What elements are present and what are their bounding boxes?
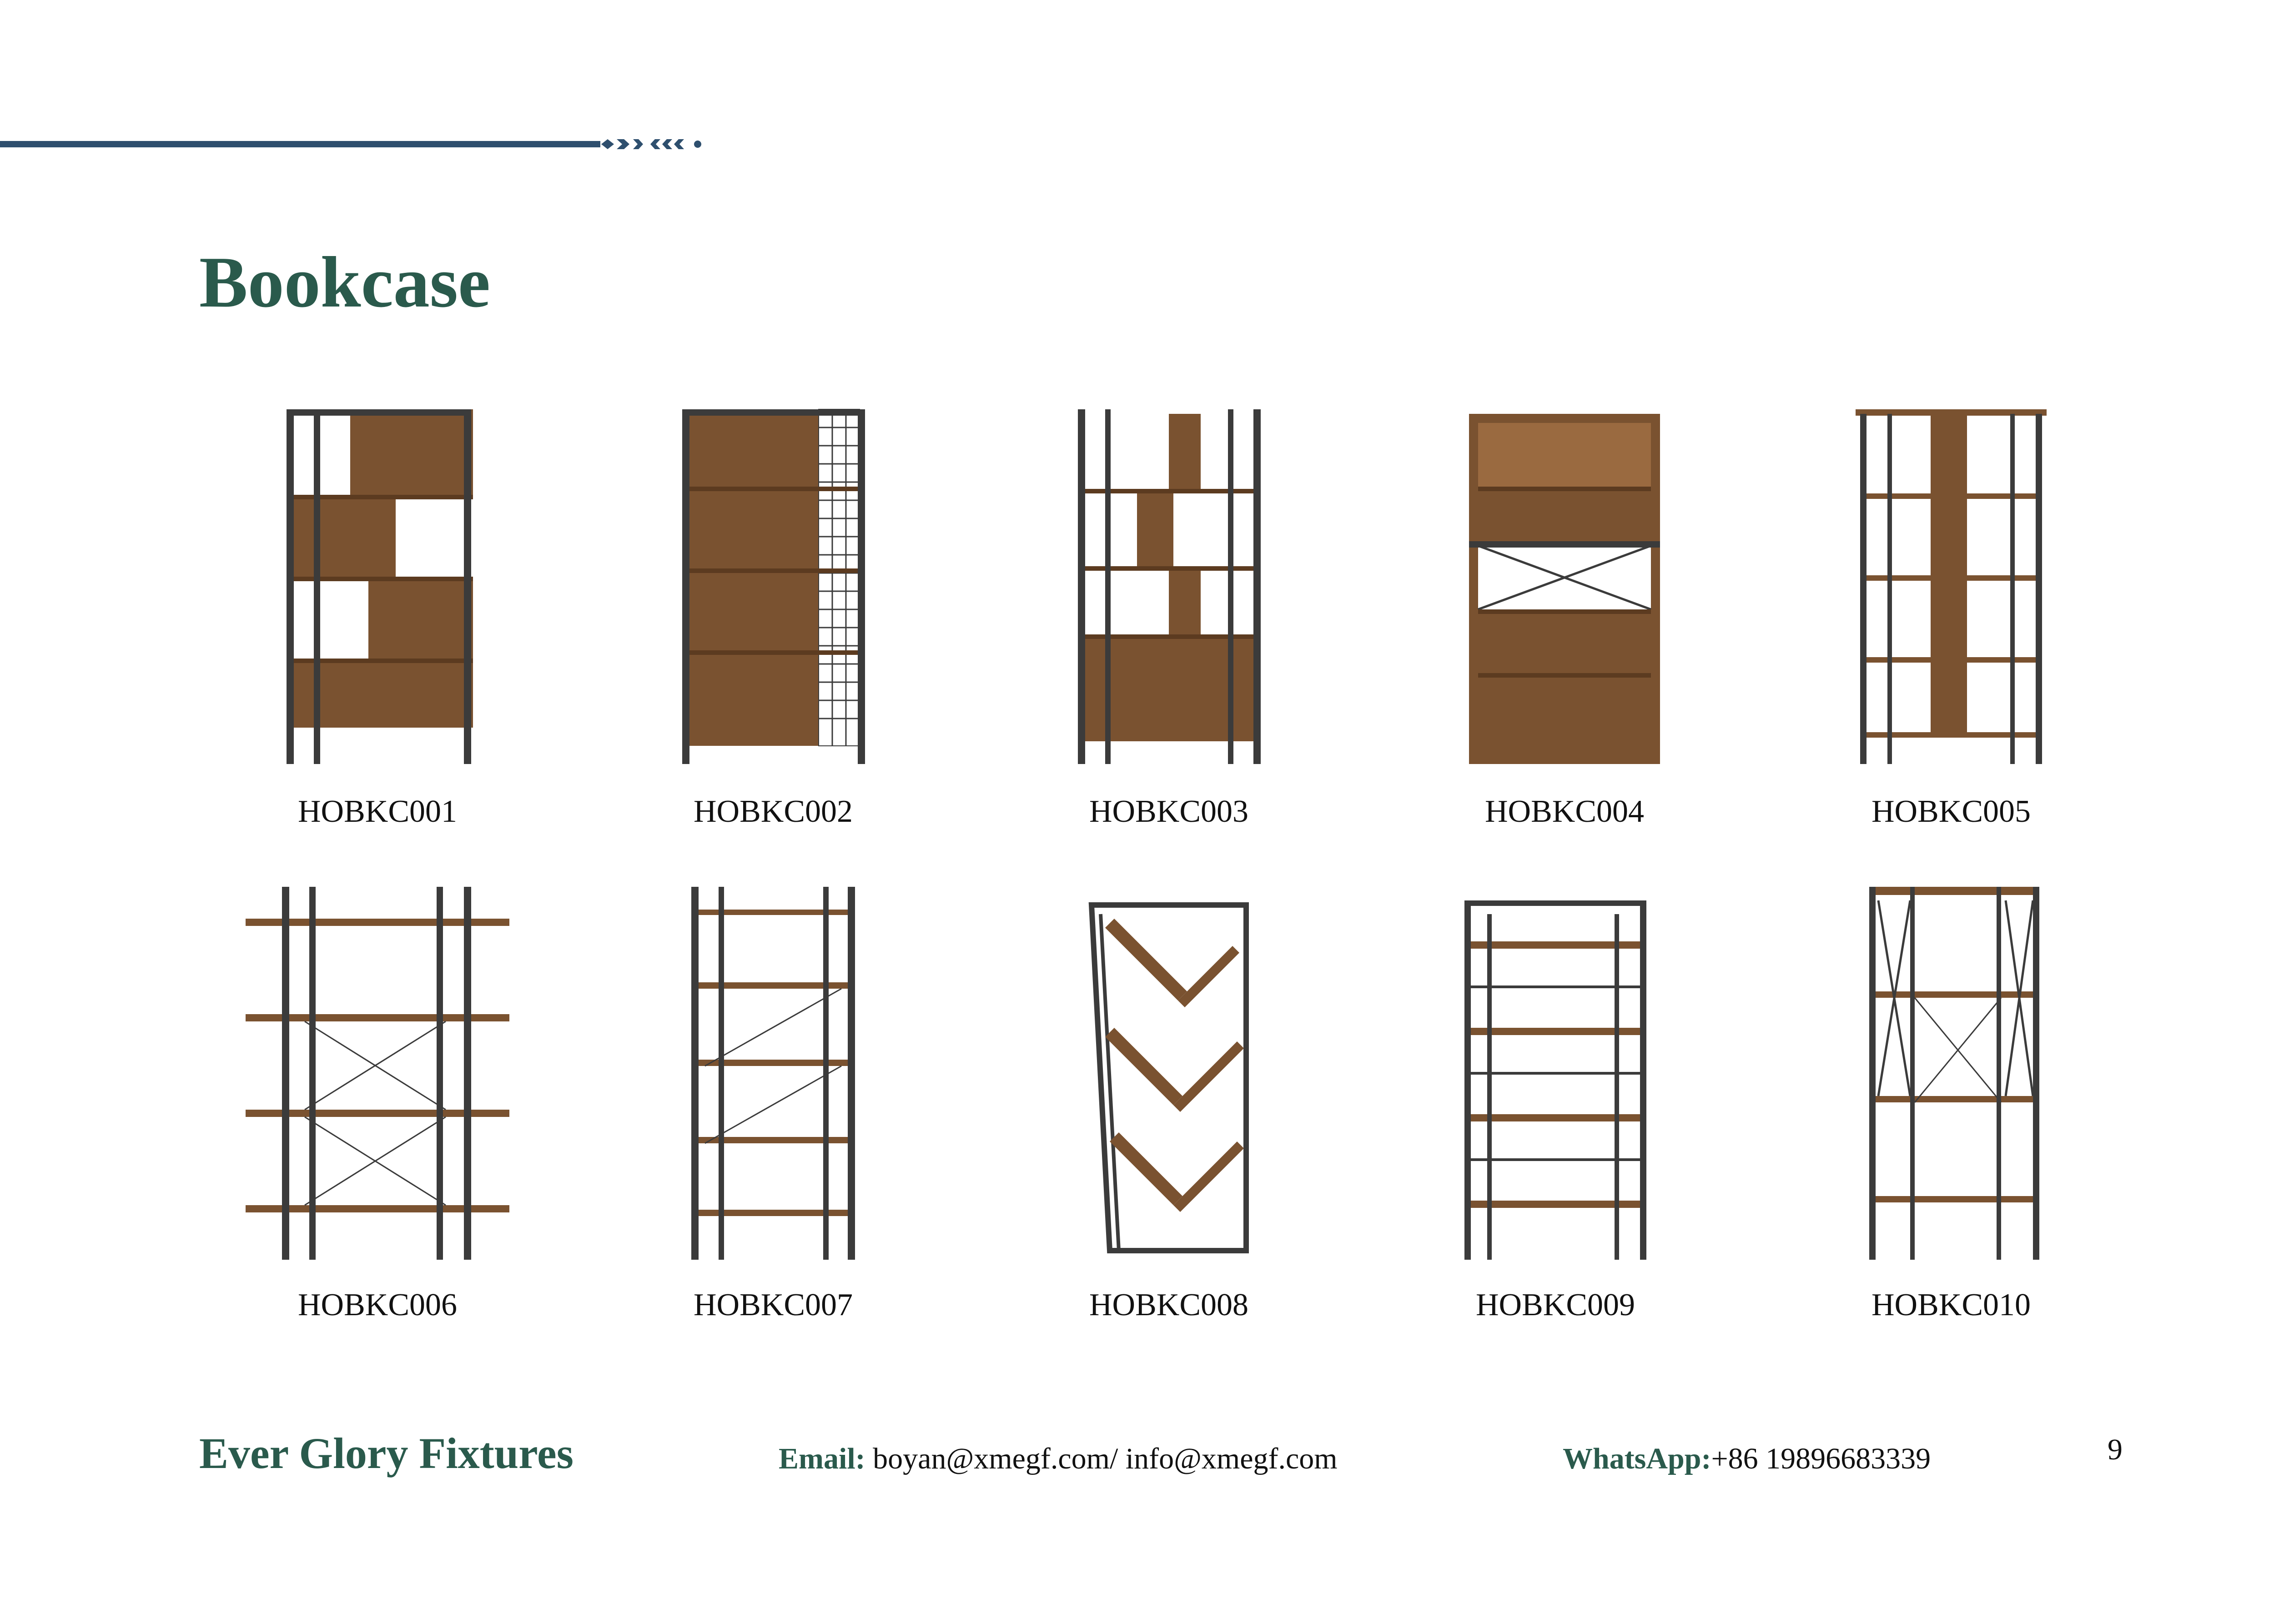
bookcase-image (682, 409, 865, 764)
bookcase-image (1869, 887, 2039, 1260)
product-code: HOBKC004 (1484, 794, 1645, 829)
bookcase-image (246, 887, 509, 1260)
product-card[interactable]: HOBKC002 (637, 391, 910, 829)
bookcase-image (1469, 414, 1660, 764)
footer-brand: Ever Glory Fixtures (199, 1429, 574, 1478)
product-card[interactable]: HOBKC010 (1815, 887, 2088, 1322)
whatsapp-label: WhatsApp: (1563, 1442, 1711, 1475)
product-card[interactable]: HOBKC009 (1419, 887, 1692, 1322)
footer-email: Email: boyan@xmegf.com/ info@xmegf.com (779, 1442, 1338, 1476)
header-rule (0, 139, 701, 149)
product-card[interactable]: HOBKC004 (1428, 391, 1701, 829)
bookcase-image (1078, 409, 1261, 764)
product-code: HOBKC002 (693, 794, 853, 829)
product-code: HOBKC005 (1871, 794, 2031, 829)
bookcase-image (1464, 900, 1646, 1260)
product-card[interactable]: HOBKC001 (241, 391, 514, 829)
bookcase-image (1856, 409, 2047, 764)
product-code: HOBKC003 (1089, 794, 1249, 829)
bookcase-image (1088, 902, 1249, 1253)
product-code: HOBKC009 (1475, 1287, 1635, 1322)
footer-whatsapp: WhatsApp:+86 19896683339 (1563, 1442, 1931, 1476)
page-title: Bookcase (199, 241, 490, 322)
whatsapp-value: +86 19896683339 (1711, 1442, 1931, 1475)
product-card[interactable]: HOBKC005 (1815, 391, 2088, 829)
product-code: HOBKC008 (1089, 1287, 1249, 1322)
page-number: 9 (2108, 1433, 2123, 1466)
product-code: HOBKC010 (1871, 1287, 2031, 1322)
product-card[interactable]: HOBKC003 (1032, 391, 1305, 829)
product-card[interactable]: HOBKC008 (1032, 887, 1305, 1322)
bookcase-image (691, 887, 855, 1260)
product-card[interactable]: HOBKC007 (637, 887, 910, 1322)
product-code: HOBKC006 (297, 1287, 458, 1322)
product-code: HOBKC007 (693, 1287, 853, 1322)
email-label: Email: (779, 1442, 865, 1475)
product-card[interactable]: HOBKC006 (241, 887, 514, 1322)
bookcase-image (287, 409, 473, 764)
product-code: HOBKC001 (297, 794, 458, 829)
email-value: boyan@xmegf.com/ info@xmegf.com (865, 1442, 1338, 1475)
